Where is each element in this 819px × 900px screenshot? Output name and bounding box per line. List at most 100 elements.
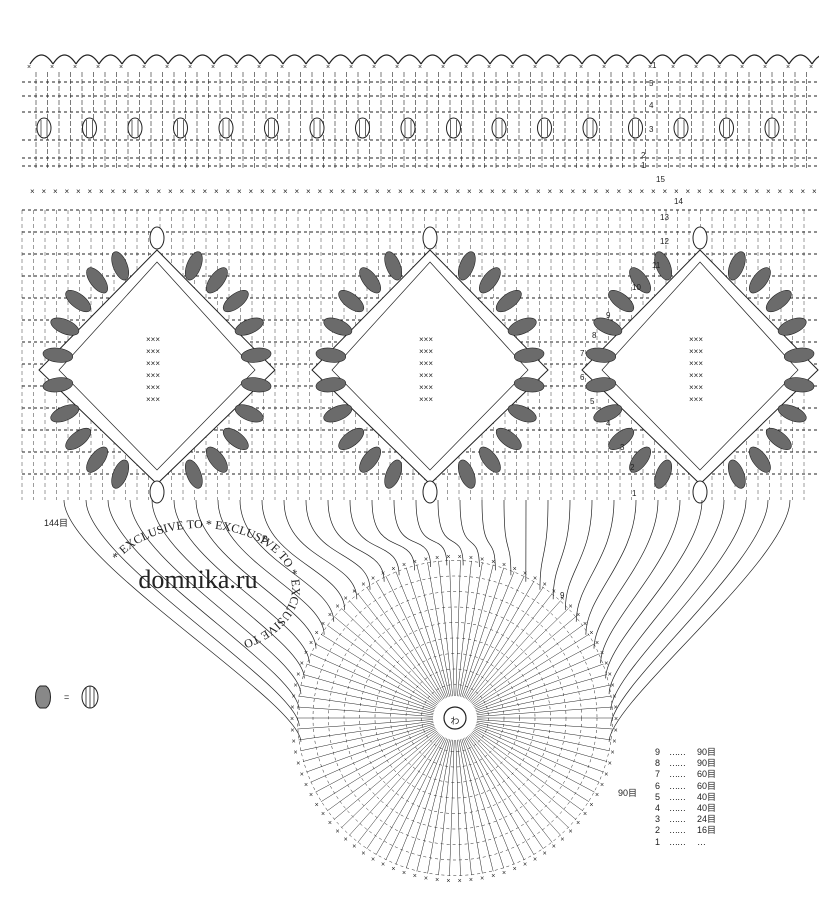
circle-stitch-spoke: [303, 723, 434, 762]
single-crochet-mark: ×: [812, 187, 817, 196]
circle-sc-mark: ×: [335, 829, 339, 836]
shell-cluster: [585, 347, 617, 363]
circle-sc-mark: ×: [435, 877, 439, 884]
single-crochet-mark: ×: [801, 187, 806, 196]
connector-line: [151, 499, 305, 679]
shell-cluster: [727, 251, 746, 281]
edge-x-mark: ×: [165, 64, 169, 71]
connector-line: [349, 499, 400, 576]
shell-cluster: [315, 347, 347, 363]
single-crochet-mark: ×: [548, 187, 553, 196]
shell-cluster: [50, 317, 80, 336]
shell-cluster: [765, 289, 792, 313]
shell-cluster: [495, 289, 522, 313]
circle-stitch-spoke: [405, 738, 449, 869]
bobble-stitch: [491, 117, 507, 139]
single-crochet-mark: ×: [203, 187, 208, 196]
bobble-stitch: [218, 117, 234, 139]
circle-stitch-spoke: [449, 560, 455, 697]
circle-stitch-spoke: [300, 722, 434, 752]
pineapple-center-sc: ×××: [146, 335, 160, 344]
circle-stitch-spoke: [463, 571, 515, 698]
pineapple-center-sc: ×××: [146, 395, 160, 404]
shell-cluster: [513, 377, 545, 393]
circle-stitch-spoke: [467, 586, 544, 700]
row-label-9: 9: [606, 311, 611, 320]
legend-row: 7……60目: [655, 769, 717, 780]
circle-stitch-spoke: [465, 581, 535, 700]
edge-scallops: ×××××××××××××××××××××××××××××××××××: [27, 54, 819, 71]
edge-x-mark: ×: [234, 64, 238, 71]
edge-x-mark: ×: [188, 64, 192, 71]
circle-stitch-spoke: [320, 729, 437, 802]
circle-stitch-spoke: [438, 560, 453, 697]
pineapple-center-sc: ×××: [419, 395, 433, 404]
circle-sc-mark: ×: [595, 640, 599, 647]
circle-sc-mark: ×: [502, 562, 506, 569]
shell-cluster: [727, 459, 746, 489]
connector-line: [600, 499, 681, 664]
shell-cluster: [42, 347, 74, 363]
circle-sc-mark: ×: [543, 850, 547, 857]
shell-cluster: [593, 404, 623, 423]
connector-line: [261, 499, 346, 610]
shell-cluster: [783, 347, 815, 363]
circle-stitch-spoke: [297, 706, 434, 717]
circle-sc-mark: ×: [533, 576, 537, 583]
circle-stitch-spoke: [303, 674, 434, 713]
single-crochet-mark: ×: [375, 187, 380, 196]
shell-cluster: [184, 459, 203, 489]
circle-sc-mark: ×: [612, 739, 616, 746]
single-crochet-mark: ×: [99, 187, 104, 196]
bobble-stitch: [173, 117, 188, 139]
row-label-border-3: 3: [649, 125, 654, 134]
shell-cluster: [206, 446, 228, 473]
circle-sc-mark: ×: [344, 836, 348, 843]
bobble-stitch: [82, 117, 97, 139]
circle-sc-mark: ×: [604, 771, 608, 778]
row-label-7: 7: [580, 349, 585, 358]
circle-stitch-spoke: [427, 562, 452, 697]
single-crochet-mark: ×: [42, 187, 47, 196]
circle-stitch-spoke: [474, 728, 595, 793]
pineapple-center-sc: ×××: [419, 335, 433, 344]
circle-stitch-spoke: [475, 663, 604, 711]
single-crochet-mark: ×: [571, 187, 576, 196]
circle-stitch-spoke: [458, 739, 483, 874]
shell-cluster: [765, 427, 792, 451]
circle-stitch-spoke: [476, 720, 612, 741]
connector-line: [129, 499, 302, 695]
row-label-border-5: 5: [649, 79, 654, 88]
bobble-stitch: [446, 117, 461, 139]
edge-scallop-line: [29, 54, 819, 65]
shell-cluster: [65, 427, 92, 451]
bobble-stitch: [628, 117, 643, 139]
circle-sc-mark: ×: [290, 716, 294, 723]
magic-ring: [443, 706, 467, 730]
circle-sc-mark: ×: [552, 844, 556, 851]
circle-sc-mark: ×: [576, 612, 580, 619]
single-crochet-mark: ×: [605, 187, 610, 196]
pineapple-center-sc: ×××: [689, 335, 703, 344]
single-crochet-mark: ×: [352, 187, 357, 196]
single-crochet-mark: ×: [283, 187, 288, 196]
connector-line: [305, 499, 371, 590]
circle-stitch-spoke: [385, 575, 446, 699]
single-crochet-mark: ×: [582, 187, 587, 196]
single-crochet-mark: ×: [88, 187, 93, 196]
circle-sc-mark: ×: [300, 771, 304, 778]
circle-stitch-spoke: [349, 600, 441, 702]
circle-stitch-spoke: [472, 730, 583, 812]
legend-row: 1………: [655, 836, 706, 847]
bobble-stitch: [422, 480, 438, 504]
shell-cluster: [86, 267, 108, 294]
single-crochet-mark: ×: [513, 187, 518, 196]
circle-stitch-spoke: [463, 738, 515, 865]
bobble-stitch: [692, 480, 708, 504]
edge-x-mark: ×: [717, 64, 721, 71]
circle-sc-mark: ×: [600, 650, 604, 657]
circle-sc-mark: ×: [413, 873, 417, 880]
row-label-6: 6: [580, 373, 585, 382]
single-crochet-mark: ×: [410, 187, 415, 196]
